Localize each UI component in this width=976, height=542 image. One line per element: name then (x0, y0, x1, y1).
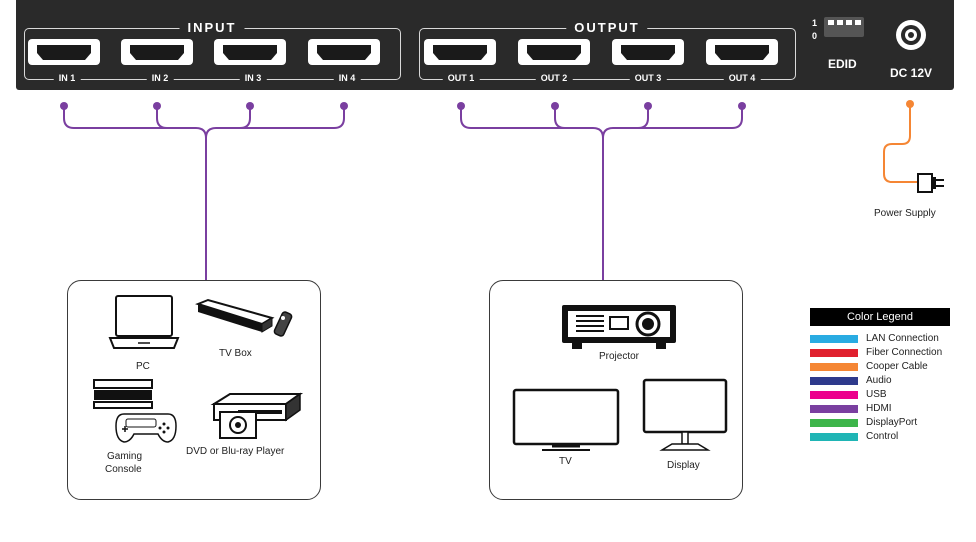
hdmi-dot-out1 (457, 102, 465, 110)
legend-item: Cooper Cable (810, 360, 950, 373)
legend-item-label: Audio (866, 375, 892, 386)
port-label-out2: OUT 2 (535, 73, 573, 83)
power-supply-label: Power Supply (874, 208, 936, 219)
tv-icon (512, 388, 620, 451)
hdmi-line-in1 (63, 106, 207, 280)
switch-label-top: 1 (812, 18, 818, 28)
hdmi-line-in4 (240, 106, 345, 129)
power-plug-icon (917, 173, 944, 193)
tv-box-icon (195, 298, 293, 337)
pc-label: PC (136, 361, 150, 372)
legend-item-label: USB (866, 389, 887, 400)
hdmi-line-in2 (156, 106, 168, 129)
legend-swatch (810, 418, 858, 427)
hdmi-dot-in3 (246, 102, 254, 110)
legend-item-label: LAN Connection (866, 333, 939, 344)
hdmi-port-out3-icon[interactable] (611, 38, 685, 66)
legend-item-label: HDMI (866, 403, 892, 414)
switch-label-bottom: 0 (812, 31, 818, 41)
hdmi-line-in3 (205, 106, 251, 139)
hdmi-port-in1-icon[interactable] (27, 38, 101, 66)
edid-label: EDID (828, 57, 857, 71)
legend-title: Color Legend (810, 308, 950, 326)
tv-label: TV (559, 456, 572, 467)
legend-item: DisplayPort (810, 416, 950, 429)
projector-label: Projector (599, 351, 640, 362)
legend-swatch (810, 404, 858, 413)
hdmi-line-out4 (638, 106, 743, 129)
hdmi-port-out4-icon[interactable] (705, 38, 779, 66)
edid-dip-switch[interactable] (824, 17, 864, 37)
hdmi-line-out3 (602, 106, 649, 139)
port-label-in3: IN 3 (239, 73, 267, 83)
dvd-player-label: DVD or Blu-ray Player (186, 446, 285, 457)
projector-icon (562, 305, 676, 349)
hdmi-dot-out4 (738, 102, 746, 110)
gaming-console-icon (93, 379, 177, 443)
port-label-out3: OUT 3 (629, 73, 667, 83)
legend-item-label: Fiber Connection (866, 347, 943, 358)
legend-swatch (810, 334, 858, 343)
output-group-title: OUTPUT (566, 21, 648, 35)
legend-item: USB (810, 388, 950, 401)
legend-item-label: Control (866, 431, 899, 442)
matrix-switch-panel: INPUT OUTPUT IN 1 IN 2 IN 3 IN 4 OUT 1 O… (16, 0, 954, 90)
hdmi-dot-out2 (551, 102, 559, 110)
gaming-console-label-line1: Gaming (107, 451, 143, 462)
legend-item: Audio (810, 374, 950, 387)
legend-item: Control (810, 430, 950, 443)
display-label: Display (667, 460, 700, 471)
input-group-title: INPUT (179, 21, 245, 35)
hdmi-port-in3-icon[interactable] (213, 38, 287, 66)
tv-box-label: TV Box (219, 348, 252, 359)
legend-item: HDMI (810, 402, 950, 415)
port-label-in2: IN 2 (146, 73, 174, 83)
hdmi-port-in4-icon[interactable] (307, 38, 381, 66)
legend-swatch (810, 348, 858, 357)
hdmi-port-out1-icon[interactable] (423, 38, 497, 66)
legend-item: LAN Connection (810, 332, 950, 345)
legend-swatch (810, 432, 858, 441)
legend-swatch (810, 390, 858, 399)
hdmi-line-out1 (460, 106, 604, 280)
legend-swatch (810, 362, 858, 371)
port-label-out1: OUT 1 (442, 73, 480, 83)
gaming-console-label-line2: Console (105, 464, 142, 475)
hdmi-dot-in2 (153, 102, 161, 110)
port-label-out4: OUT 4 (723, 73, 761, 83)
power-dot (906, 100, 914, 108)
legend-item-label: Cooper Cable (866, 361, 928, 372)
port-label-in1: IN 1 (53, 73, 81, 83)
legend-item: Fiber Connection (810, 346, 950, 359)
hdmi-dot-in1 (60, 102, 68, 110)
power-cable (883, 104, 918, 183)
hdmi-port-in2-icon[interactable] (120, 38, 194, 66)
monitor-icon (642, 378, 728, 451)
laptop-icon (108, 295, 180, 349)
hdmi-dot-in4 (340, 102, 348, 110)
legend-item-label: DisplayPort (866, 417, 918, 428)
port-label-in4: IN 4 (333, 73, 361, 83)
hdmi-line-out2 (554, 106, 566, 129)
dc-power-jack-icon[interactable] (894, 18, 928, 52)
hdmi-port-out2-icon[interactable] (517, 38, 591, 66)
legend-swatch (810, 376, 858, 385)
dc-power-label: DC 12V (890, 66, 933, 80)
dvd-player-icon (210, 392, 304, 439)
hdmi-dot-out3 (644, 102, 652, 110)
